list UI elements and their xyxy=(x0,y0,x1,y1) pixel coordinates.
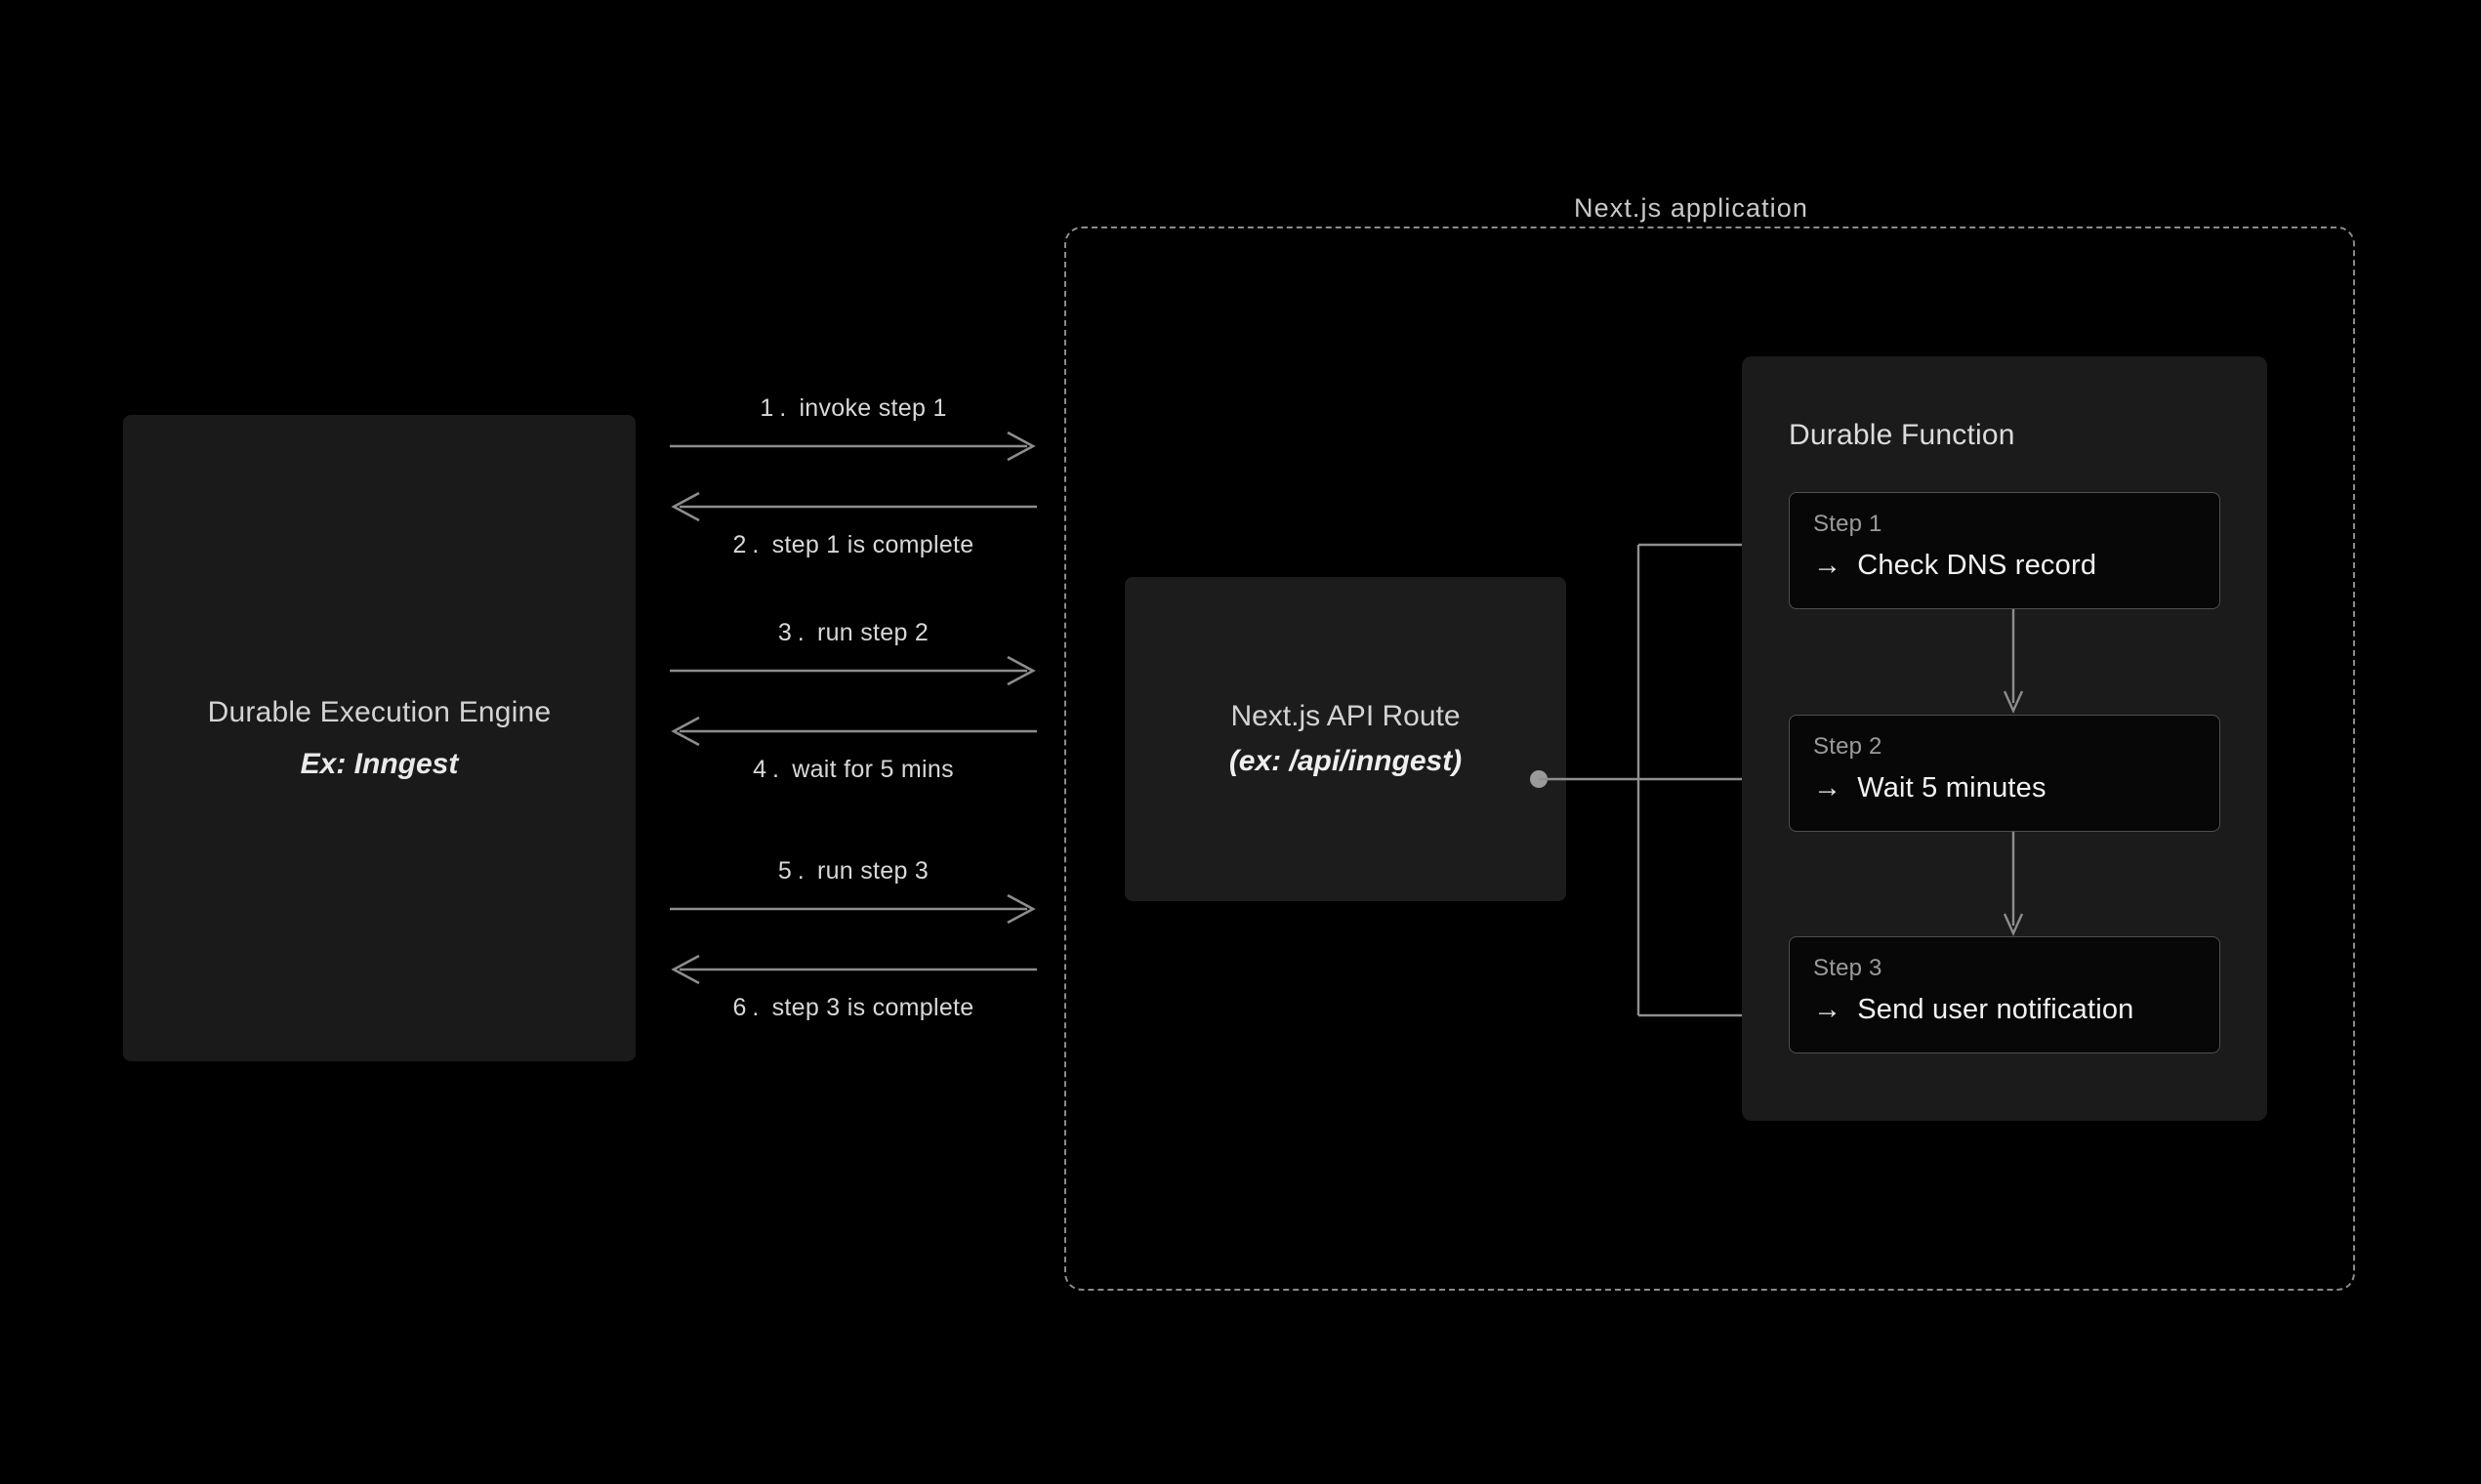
step-1-text: → Check DNS record xyxy=(1813,550,2096,582)
message-label-5: 5. run step 3 xyxy=(670,857,1037,886)
step-card-2[interactable]: Step 2 → Wait 5 minutes xyxy=(1789,715,2220,832)
step-3-label: Send user notification xyxy=(1857,994,2134,1025)
message-row-1: 1. invoke step 1 xyxy=(670,394,1037,488)
arrow-right-icon: → xyxy=(1813,550,1842,581)
message-number-1: 1. xyxy=(760,394,793,422)
message-number-6: 6. xyxy=(732,994,765,1021)
step-3-text: → Send user notification xyxy=(1813,994,2134,1026)
message-label-3: 3. run step 2 xyxy=(670,619,1037,647)
engine-title: Durable Execution Engine xyxy=(207,696,552,728)
message-number-4: 4. xyxy=(753,756,785,783)
step-card-1[interactable]: Step 1 → Check DNS record xyxy=(1789,492,2220,609)
arrow-right-3 xyxy=(670,655,1036,686)
step-2-text: → Wait 5 minutes xyxy=(1813,772,2047,804)
step-card-3[interactable]: Step 3 → Send user notification xyxy=(1789,936,2220,1053)
step-2-kicker: Step 2 xyxy=(1813,733,1882,760)
message-label-4: 4. wait for 5 mins xyxy=(670,756,1037,784)
arrow-right-icon: → xyxy=(1813,772,1842,804)
api-route-title: Next.js API Route xyxy=(1230,699,1461,732)
durable-execution-engine-box: Durable Execution Engine Ex: Inngest xyxy=(123,415,636,1061)
message-row-5: 5. run step 3 xyxy=(670,857,1037,951)
message-row-6: 6. step 3 is complete xyxy=(670,951,1037,1045)
arrow-left-4 xyxy=(671,716,1037,747)
message-number-5: 5. xyxy=(777,857,810,885)
message-row-4: 4. wait for 5 mins xyxy=(670,713,1037,806)
durable-function-title: Durable Function xyxy=(1789,419,2015,451)
message-text-5: run step 3 xyxy=(816,857,930,885)
engine-subtitle: Ex: Inngest xyxy=(300,748,459,780)
step-2-to-step-3-arrow xyxy=(2003,832,2024,936)
step-3-kicker: Step 3 xyxy=(1813,955,1882,981)
message-pair-2: 3. run step 2 4. wait for 5 mins xyxy=(670,619,1037,806)
step-2-label: Wait 5 minutes xyxy=(1857,772,2047,804)
arrow-right-icon: → xyxy=(1813,994,1842,1025)
message-row-3: 3. run step 2 xyxy=(670,619,1037,713)
message-label-6: 6. step 3 is complete xyxy=(670,994,1037,1022)
arrow-right-5 xyxy=(670,893,1036,925)
message-text-2: step 1 is complete xyxy=(771,531,974,558)
message-pair-1: 1. invoke step 1 2. step 1 is complete xyxy=(670,394,1037,582)
message-text-4: wait for 5 mins xyxy=(792,756,954,783)
step-1-to-step-2-arrow xyxy=(2003,609,2024,714)
step-1-kicker: Step 1 xyxy=(1813,511,1882,537)
durable-function-panel: Durable Function Step 1 → Check DNS recor… xyxy=(1742,356,2267,1121)
nextjs-application-container xyxy=(1064,227,2355,1291)
arrow-right-1 xyxy=(670,431,1036,462)
message-text-6: step 3 is complete xyxy=(771,994,974,1021)
nextjs-application-title: Next.js application xyxy=(1552,193,1831,224)
nextjs-api-route-box: Next.js API Route (ex: /api/inngest) xyxy=(1125,577,1566,901)
api-to-steps-connector xyxy=(1530,543,1750,1017)
message-pair-3: 5. run step 3 6. step 3 is complete xyxy=(670,857,1037,1045)
arrow-left-2 xyxy=(671,491,1037,522)
message-text-1: invoke step 1 xyxy=(799,394,947,422)
message-label-1: 1. invoke step 1 xyxy=(670,394,1037,423)
message-text-3: run step 2 xyxy=(816,619,930,646)
message-number-3: 3. xyxy=(777,619,810,646)
step-1-label: Check DNS record xyxy=(1857,550,2097,581)
arrow-left-6 xyxy=(671,954,1037,985)
message-label-2: 2. step 1 is complete xyxy=(670,531,1037,559)
api-route-subtitle: (ex: /api/inngest) xyxy=(1228,745,1463,777)
message-number-2: 2. xyxy=(732,531,765,558)
message-row-2: 2. step 1 is complete xyxy=(670,488,1037,582)
